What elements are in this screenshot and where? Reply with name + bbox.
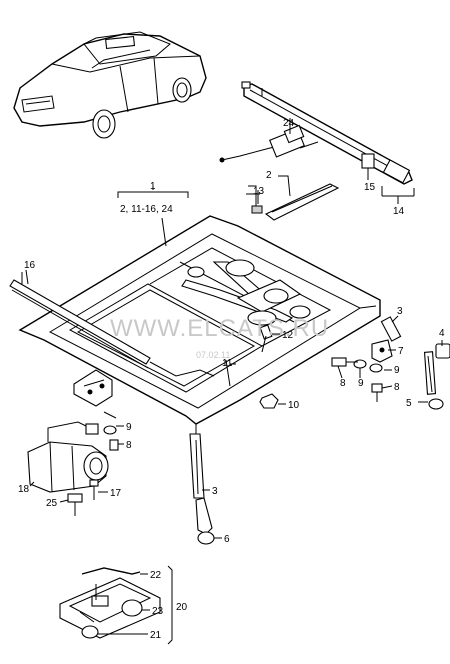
callout-15: 15 xyxy=(364,182,376,193)
callout-20: 20 xyxy=(176,602,188,613)
callout-16: 16 xyxy=(24,260,36,271)
rail-16 xyxy=(9,272,215,377)
callout-9-right-a: 9 xyxy=(358,378,364,389)
callout-24: 24 xyxy=(283,118,295,129)
callout-8-right-a: 8 xyxy=(340,378,346,389)
callout-4: 4 xyxy=(439,328,445,339)
bracket-left xyxy=(73,369,117,419)
front-drain-hose xyxy=(189,433,215,545)
callout-8-left: 8 xyxy=(126,440,132,451)
callout-21: 21 xyxy=(150,630,162,641)
right-side-parts xyxy=(225,316,450,410)
callout-labels: 1 2, 11-16, 24 2 24 13 15 14 16 3 4 7 9 … xyxy=(18,118,445,641)
callout-9-right-b: 9 xyxy=(394,365,400,376)
callout-22: 22 xyxy=(150,570,162,581)
callout-11: 11 xyxy=(222,358,233,369)
callout-6: 6 xyxy=(224,534,230,545)
callout-1-sub: 2, 11-16, 24 xyxy=(120,204,173,215)
callout-8-right-b: 8 xyxy=(394,382,400,393)
callout-12: 12 xyxy=(282,330,294,341)
motor-assembly-18 xyxy=(27,421,119,516)
callout-23: 23 xyxy=(152,606,164,617)
watermark-site: WWW.ELCATS.RU xyxy=(110,315,329,342)
callout-17: 17 xyxy=(110,488,122,499)
callout-9-left: 9 xyxy=(126,422,132,433)
callout-10: 10 xyxy=(288,400,300,411)
callout-5: 5 xyxy=(406,398,412,409)
callout-14: 14 xyxy=(393,206,405,217)
drive-unit-24 xyxy=(219,118,319,163)
callout-2: 2 xyxy=(266,170,272,181)
leader-lines xyxy=(25,128,443,645)
slide-plate-2 xyxy=(246,183,340,221)
callout-18: 18 xyxy=(18,484,30,495)
car-illustration xyxy=(13,31,207,139)
callout-3-bottom: 3 xyxy=(212,486,218,497)
callout-1: 1 xyxy=(150,181,156,192)
callout-13: 13 xyxy=(253,186,265,197)
callout-25: 25 xyxy=(46,498,58,509)
sunroof-frame-1 xyxy=(18,215,381,434)
watermark-date: 07.02.11 xyxy=(196,350,230,360)
callout-7: 7 xyxy=(398,346,404,357)
callout-3-right: 3 xyxy=(397,306,403,317)
guide-rail-assembly xyxy=(241,81,415,197)
control-assembly-20 xyxy=(59,567,161,639)
